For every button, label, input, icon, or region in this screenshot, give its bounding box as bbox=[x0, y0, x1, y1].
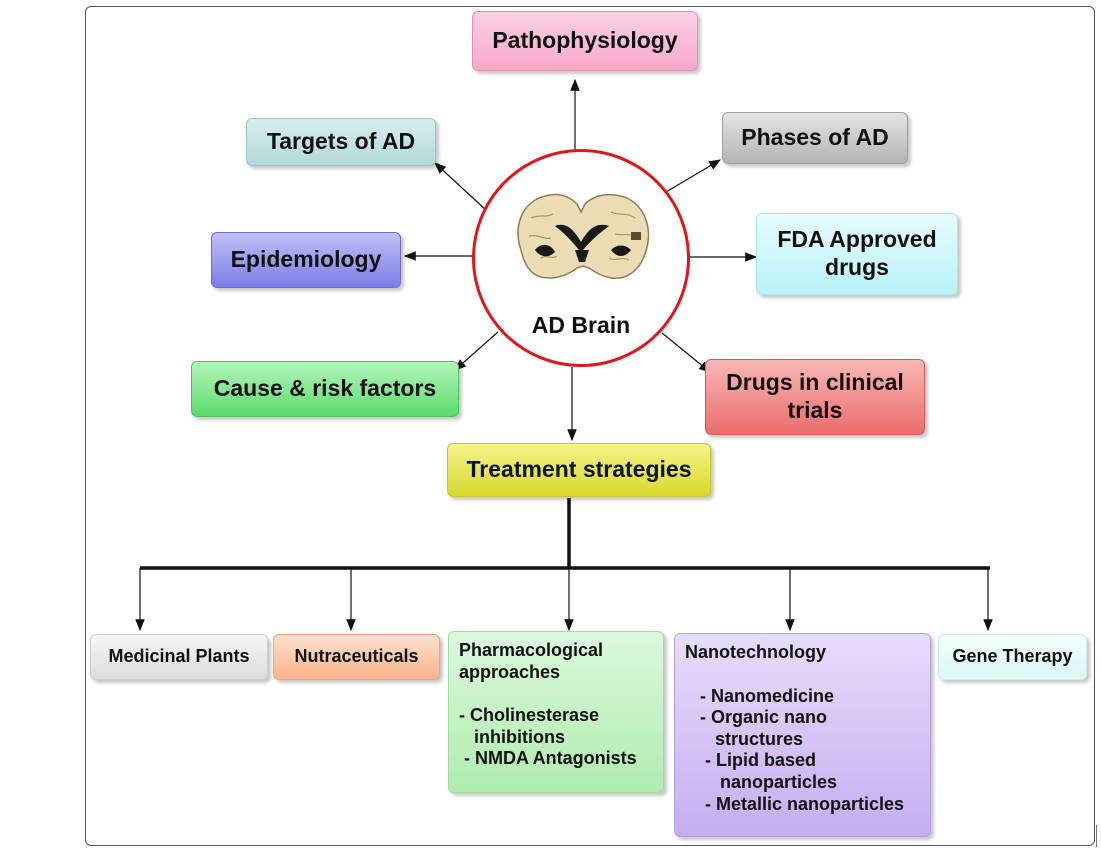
phases-box: Phases of AD bbox=[722, 112, 908, 164]
arrow-to-targets bbox=[434, 162, 487, 211]
brain-cross-section-icon bbox=[517, 193, 650, 280]
nanotechnology-item: - Metallic nanoparticles bbox=[685, 793, 905, 814]
nutraceuticals-label: Nutraceuticals bbox=[294, 646, 419, 667]
targets-box: Targets of AD bbox=[246, 118, 436, 166]
nanotechnology-item: - Organic nano bbox=[685, 707, 828, 728]
arrow-to-cause bbox=[454, 331, 499, 371]
corner-mark bbox=[1096, 825, 1100, 847]
drugs-clinical-trials-box: Drugs in clinical trials bbox=[705, 359, 925, 435]
nanotechnology-title: Nanotechnology bbox=[685, 642, 827, 662]
pharmacological-item: inhibitions bbox=[459, 726, 565, 747]
fda-approved-drugs-box: FDA Approved drugs bbox=[756, 213, 958, 295]
nanotechnology-item: structures bbox=[685, 728, 804, 749]
phases-label: Phases of AD bbox=[741, 124, 889, 151]
medicinal-plants-box: Medicinal Plants bbox=[90, 634, 268, 680]
ad-brain-circle: AD Brain bbox=[472, 149, 690, 367]
fda-label-line2: drugs bbox=[825, 254, 889, 280]
cause-risk-factors-box: Cause & risk factors bbox=[191, 361, 459, 417]
treatment-strategies-box: Treatment strategies bbox=[447, 443, 711, 497]
ad-brain-label: AD Brain bbox=[531, 312, 631, 338]
cause-label: Cause & risk factors bbox=[213, 375, 437, 402]
epidemiology-box: Epidemiology bbox=[211, 232, 401, 288]
pharmacological-title-line2: approaches bbox=[459, 661, 561, 682]
clinical-label-line1: Drugs in clinical bbox=[726, 369, 904, 396]
pathophysiology-label: Pathophysiology bbox=[492, 27, 678, 54]
arrow-to-phases bbox=[665, 159, 722, 193]
nutraceuticals-box: Nutraceuticals bbox=[273, 634, 440, 680]
nanotechnology-item: - Nanomedicine bbox=[685, 685, 835, 706]
medicinal-plants-label: Medicinal Plants bbox=[108, 646, 250, 667]
diagram-frame bbox=[85, 6, 1095, 846]
targets-label: Targets of AD bbox=[266, 128, 416, 155]
nanotechnology-item: - Lipid based bbox=[685, 750, 817, 771]
pharmacological-approaches-box: Pharmacological approaches - Cholinester… bbox=[448, 631, 664, 793]
clinical-label-line2: trials bbox=[787, 397, 843, 423]
gene-therapy-label: Gene Therapy bbox=[952, 646, 1073, 667]
pathophysiology-box: Pathophysiology bbox=[472, 11, 698, 71]
pharmacological-item: - NMDA Antagonists bbox=[459, 748, 637, 769]
arrow-to-clinical bbox=[661, 332, 711, 373]
epidemiology-label: Epidemiology bbox=[230, 246, 382, 273]
nanotechnology-box: Nanotechnology - Nanomedicine - Organic … bbox=[674, 633, 931, 837]
nanotechnology-item: nanoparticles bbox=[685, 771, 838, 792]
gene-therapy-box: Gene Therapy bbox=[938, 634, 1087, 680]
treatment-label: Treatment strategies bbox=[466, 456, 692, 483]
fda-label-line1: FDA Approved bbox=[777, 226, 937, 253]
pharmacological-item: - Cholinesterase bbox=[459, 705, 600, 726]
pharmacological-title-line1: Pharmacological bbox=[459, 640, 604, 660]
